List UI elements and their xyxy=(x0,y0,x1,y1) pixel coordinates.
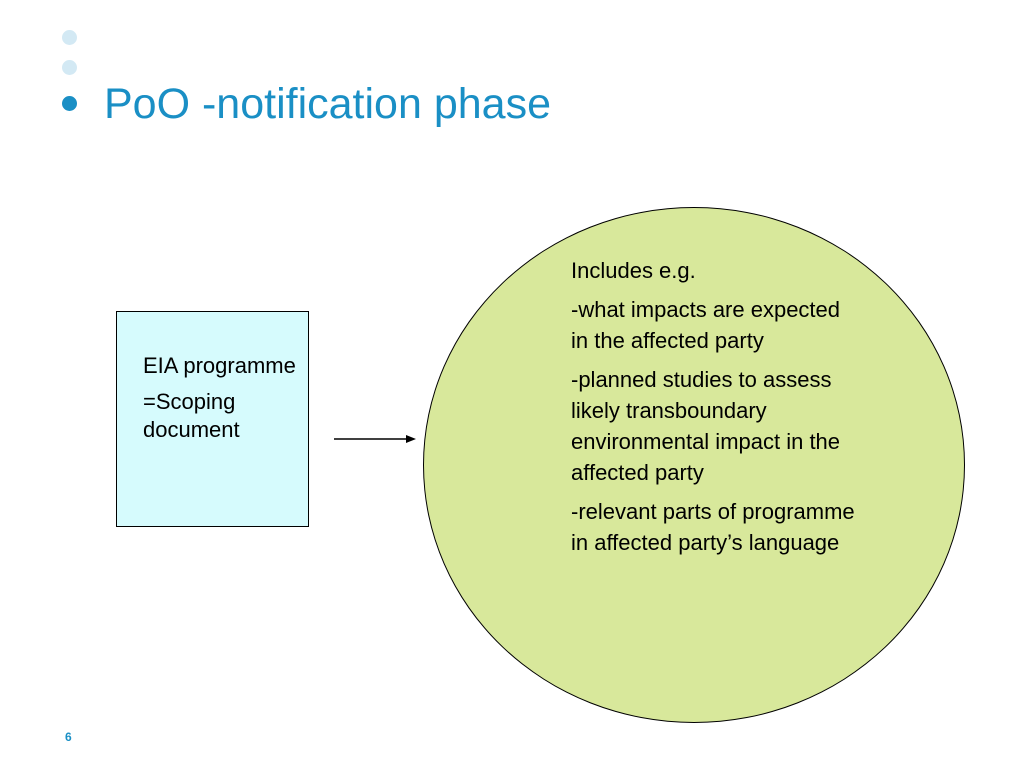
page-number: 6 xyxy=(65,730,72,744)
eia-programme-box: EIA programme =Scoping document xyxy=(116,311,309,527)
decorative-dot xyxy=(62,60,77,75)
list-item: -what impacts are expected in the affect… xyxy=(571,297,841,353)
list-item: -relevant parts of programme in affected… xyxy=(571,499,855,555)
list-item: -planned studies to assess likely transb… xyxy=(571,367,841,485)
includes-circle xyxy=(423,207,965,723)
title-bullet-icon xyxy=(62,96,77,111)
arrow-right-icon xyxy=(334,435,416,443)
slide-title: PoO -notification phase xyxy=(104,80,551,128)
eia-box-label: EIA programme xyxy=(143,353,296,378)
includes-text: Includes e.g. -what impacts are expected… xyxy=(571,255,861,566)
eia-box-subtitle: =Scoping document xyxy=(143,389,240,442)
decorative-dot xyxy=(62,30,77,45)
includes-intro: Includes e.g. xyxy=(571,258,696,283)
